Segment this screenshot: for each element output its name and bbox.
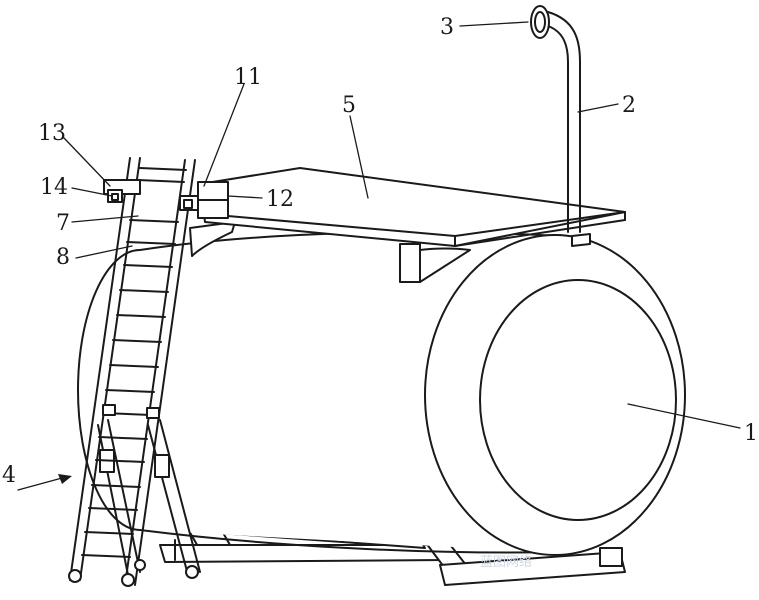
leader-lines [17,21,741,491]
part-labels: 3 2 5 1 11 12 13 14 7 8 4 [2,15,758,488]
label-14: 14 [40,175,68,200]
top-platform [199,167,626,247]
label-7: 7 [56,211,70,236]
tank-body [77,231,686,556]
label-8: 8 [56,245,70,270]
label-11: 11 [234,65,262,90]
label-5: 5 [342,93,356,118]
vent-pipe [530,5,581,233]
ladder [68,157,201,587]
label-12: 12 [266,187,294,212]
label-2: 2 [622,93,636,118]
platform-supports [189,221,591,283]
watermark-text: 蓝图网络 [480,554,532,570]
label-4: 4 [2,463,16,488]
label-13: 13 [38,121,66,146]
label-1: 1 [744,421,758,446]
label-3: 3 [440,15,454,40]
ladder-hooks [103,179,229,219]
